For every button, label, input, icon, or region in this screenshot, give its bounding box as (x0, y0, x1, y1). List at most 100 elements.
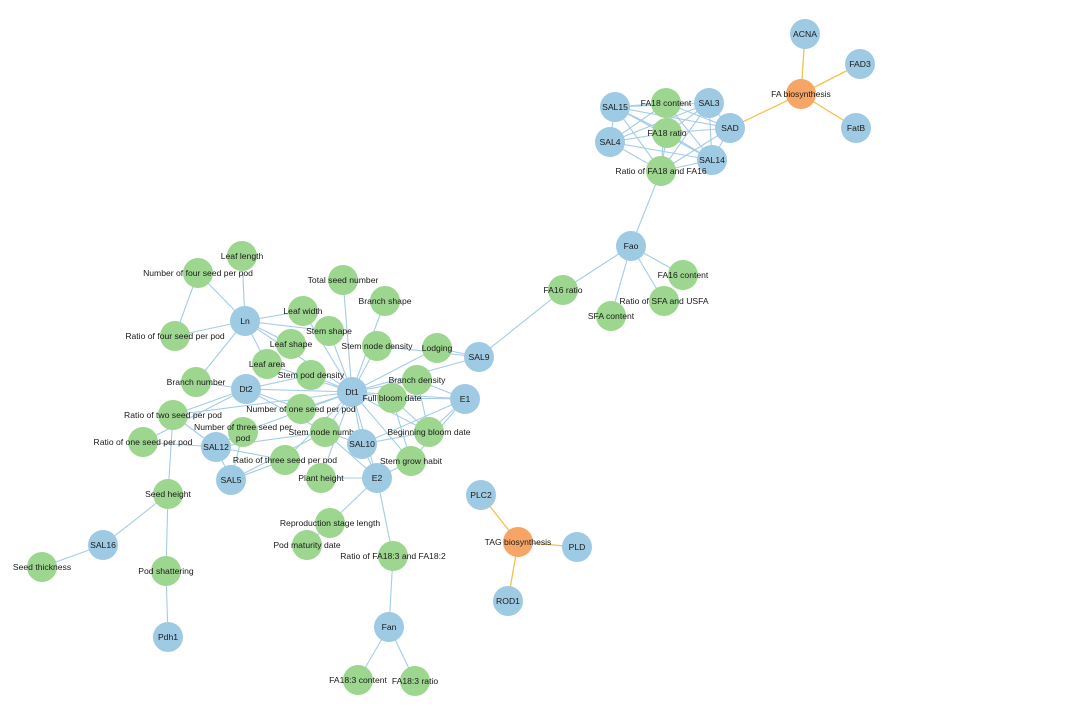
node-label: FatB (847, 123, 865, 133)
node-label: Fao (624, 241, 639, 251)
node-label: Ratio of SFA and USFA (619, 296, 709, 306)
gene-node-circle (230, 306, 260, 336)
gene-node-circle (493, 586, 523, 616)
node-ratio-of-one-seed-per-pod: Ratio of one seed per pod (94, 427, 193, 457)
trait-node-circle (548, 275, 578, 305)
node-number-of-four-seed-per-pod: Number of four seed per pod (143, 258, 253, 288)
node-label: SFA content (588, 311, 635, 321)
trait-node-circle (286, 394, 316, 424)
node-label: Pod maturity date (273, 540, 341, 550)
node-branch-density: Branch density (389, 365, 446, 395)
node-label: Pdh1 (158, 632, 178, 642)
node-reproduction-stage-length: Reproduction stage length (280, 508, 381, 538)
node-seed-thickness: Seed thickness (13, 552, 71, 582)
node-leaf-shape: Leaf shape (270, 329, 312, 359)
edge-sal12-to-stem-node-number (215, 431, 326, 448)
trait-node-circle (306, 463, 336, 493)
node-fan: Fan (374, 612, 404, 642)
node-label: Number of four seed per pod (143, 268, 253, 278)
node-fao: Fao (616, 231, 646, 261)
gene-node-circle (600, 92, 630, 122)
edge-dt1-to-dt2 (245, 388, 353, 393)
gene-node-circle (841, 113, 871, 143)
gene-node-circle (88, 530, 118, 560)
trait-node-circle (402, 365, 432, 395)
node-label: Beginning bloom date (387, 427, 470, 437)
node-label: Seed height (145, 489, 191, 499)
gene-node-circle (466, 480, 496, 510)
node-label: Ratio of three seed per pod (233, 455, 337, 465)
node-dt2: Dt2 (231, 374, 261, 404)
node-plc2: PLC2 (466, 480, 496, 510)
node-label: FA18:3 ratio (392, 676, 439, 686)
node-label: Reproduction stage length (280, 518, 381, 528)
trait-node-circle (422, 333, 452, 363)
node-label: FA16 content (658, 270, 709, 280)
node-ratio-of-sfa-and-usfa: Ratio of SFA and USFA (619, 286, 709, 316)
trait-node-circle (158, 400, 188, 430)
node-branch-shape: Branch shape (358, 286, 412, 316)
node-label: Ratio of four seed per pod (125, 331, 225, 341)
node-full-bloom-date: Full bloom date (363, 383, 422, 413)
node-sfa-content: SFA content (588, 301, 635, 331)
trait-node-circle (652, 118, 682, 148)
pathway-node-circle (786, 79, 816, 109)
node-label: Ln (240, 316, 250, 326)
node-sal10: SAL10 (347, 429, 377, 459)
node-rod1: ROD1 (493, 586, 523, 616)
node-label: PLD (569, 542, 586, 552)
trait-node-circle (668, 260, 698, 290)
node-label: SAL3 (698, 98, 719, 108)
node-stem-grow-habit: Stem grow habit (380, 446, 443, 476)
node-label: FA18 ratio (647, 128, 686, 138)
node-tag-biosynthesis: TAG biosynthesis (485, 527, 552, 557)
gene-node-circle (347, 429, 377, 459)
node-fa16-content: FA16 content (658, 260, 709, 290)
gene-node-circle (595, 127, 625, 157)
trait-node-circle (292, 530, 322, 560)
trait-node-circle (181, 367, 211, 397)
node-ratio-of-four-seed-per-pod: Ratio of four seed per pod (125, 321, 225, 351)
node-label: Leaf length (221, 251, 264, 261)
node-label: FA18:3 content (329, 675, 387, 685)
node-label: TAG biosynthesis (485, 537, 552, 547)
node-sad: SAD (715, 113, 745, 143)
gene-node-circle (562, 532, 592, 562)
gene-node-circle (715, 113, 745, 143)
node-leaf-length: Leaf length (221, 241, 264, 271)
node-label: Number of one seed per pod (246, 404, 356, 414)
node-label: ROD1 (496, 596, 520, 606)
trait-node-circle (183, 258, 213, 288)
node-ratio-of-fa18-and-fa16: Ratio of FA18 and FA16 (615, 156, 707, 186)
gene-node-circle (362, 463, 392, 493)
node-label: PLC2 (470, 490, 492, 500)
node-sal14: SAL14 (697, 145, 727, 175)
trait-node-circle (649, 286, 679, 316)
node-fa18-content: FA18 content (641, 88, 692, 118)
node-label: Branch number (167, 377, 226, 387)
gene-node-circle (694, 88, 724, 118)
gene-node-circle (201, 432, 231, 462)
edge-dt1-to-stem-grow-habit (351, 391, 412, 462)
node-label: Dt2 (239, 384, 253, 394)
node-ratio-of-fa18-3-and-fa18-2: Ratio of FA18:3 and FA18:2 (340, 541, 446, 571)
node-label: Leaf width (283, 306, 322, 316)
node-e2: E2 (362, 463, 392, 493)
node-label: SAL10 (349, 439, 375, 449)
edge-dt1-to-leaf-width (302, 310, 353, 393)
node-lodging: Lodging (422, 333, 453, 363)
node-label: SAL5 (220, 475, 241, 485)
node-sal5: SAL5 (216, 465, 246, 495)
node-label: Stem grow habit (380, 456, 443, 466)
node-sal12: SAL12 (201, 432, 231, 462)
trait-node-circle (315, 508, 345, 538)
node-label: SAL9 (468, 352, 489, 362)
node-label: Dt1 (345, 387, 359, 397)
gene-node-circle (231, 374, 261, 404)
trait-node-circle (378, 541, 408, 571)
node-fa18-3-content: FA18:3 content (329, 665, 388, 695)
trait-node-circle (296, 360, 326, 390)
trait-node-circle (252, 349, 282, 379)
